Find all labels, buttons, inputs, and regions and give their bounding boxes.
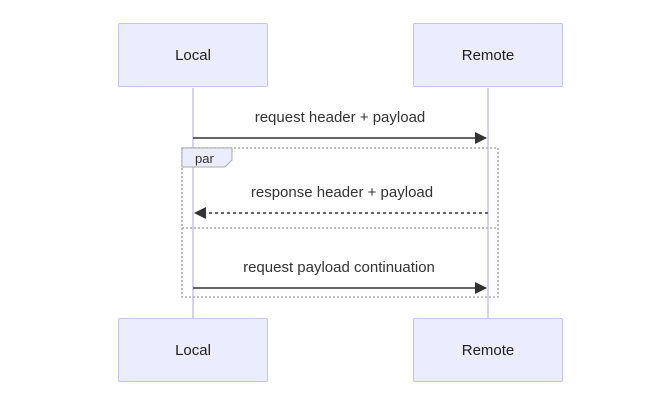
actor-remote-top-label: Remote: [461, 46, 515, 64]
par-label-tab: [181, 147, 233, 168]
message-label-2: response header + payload: [250, 184, 434, 201]
actor-local-top: Local: [118, 23, 268, 87]
par-fragment-label: par: [195, 151, 214, 166]
actor-local-bottom: Local: [118, 318, 268, 382]
actor-local-top-label: Local: [175, 46, 211, 64]
par-fragment: [181, 147, 499, 298]
actor-local-bottom-label: Local: [175, 341, 211, 359]
message-label-1: request header + payload: [254, 109, 426, 126]
actor-remote-bottom: Remote: [413, 318, 563, 382]
actor-remote-bottom-label: Remote: [461, 341, 515, 359]
actor-remote-top: Remote: [413, 23, 563, 87]
message-label-3: request payload continuation: [243, 259, 435, 276]
